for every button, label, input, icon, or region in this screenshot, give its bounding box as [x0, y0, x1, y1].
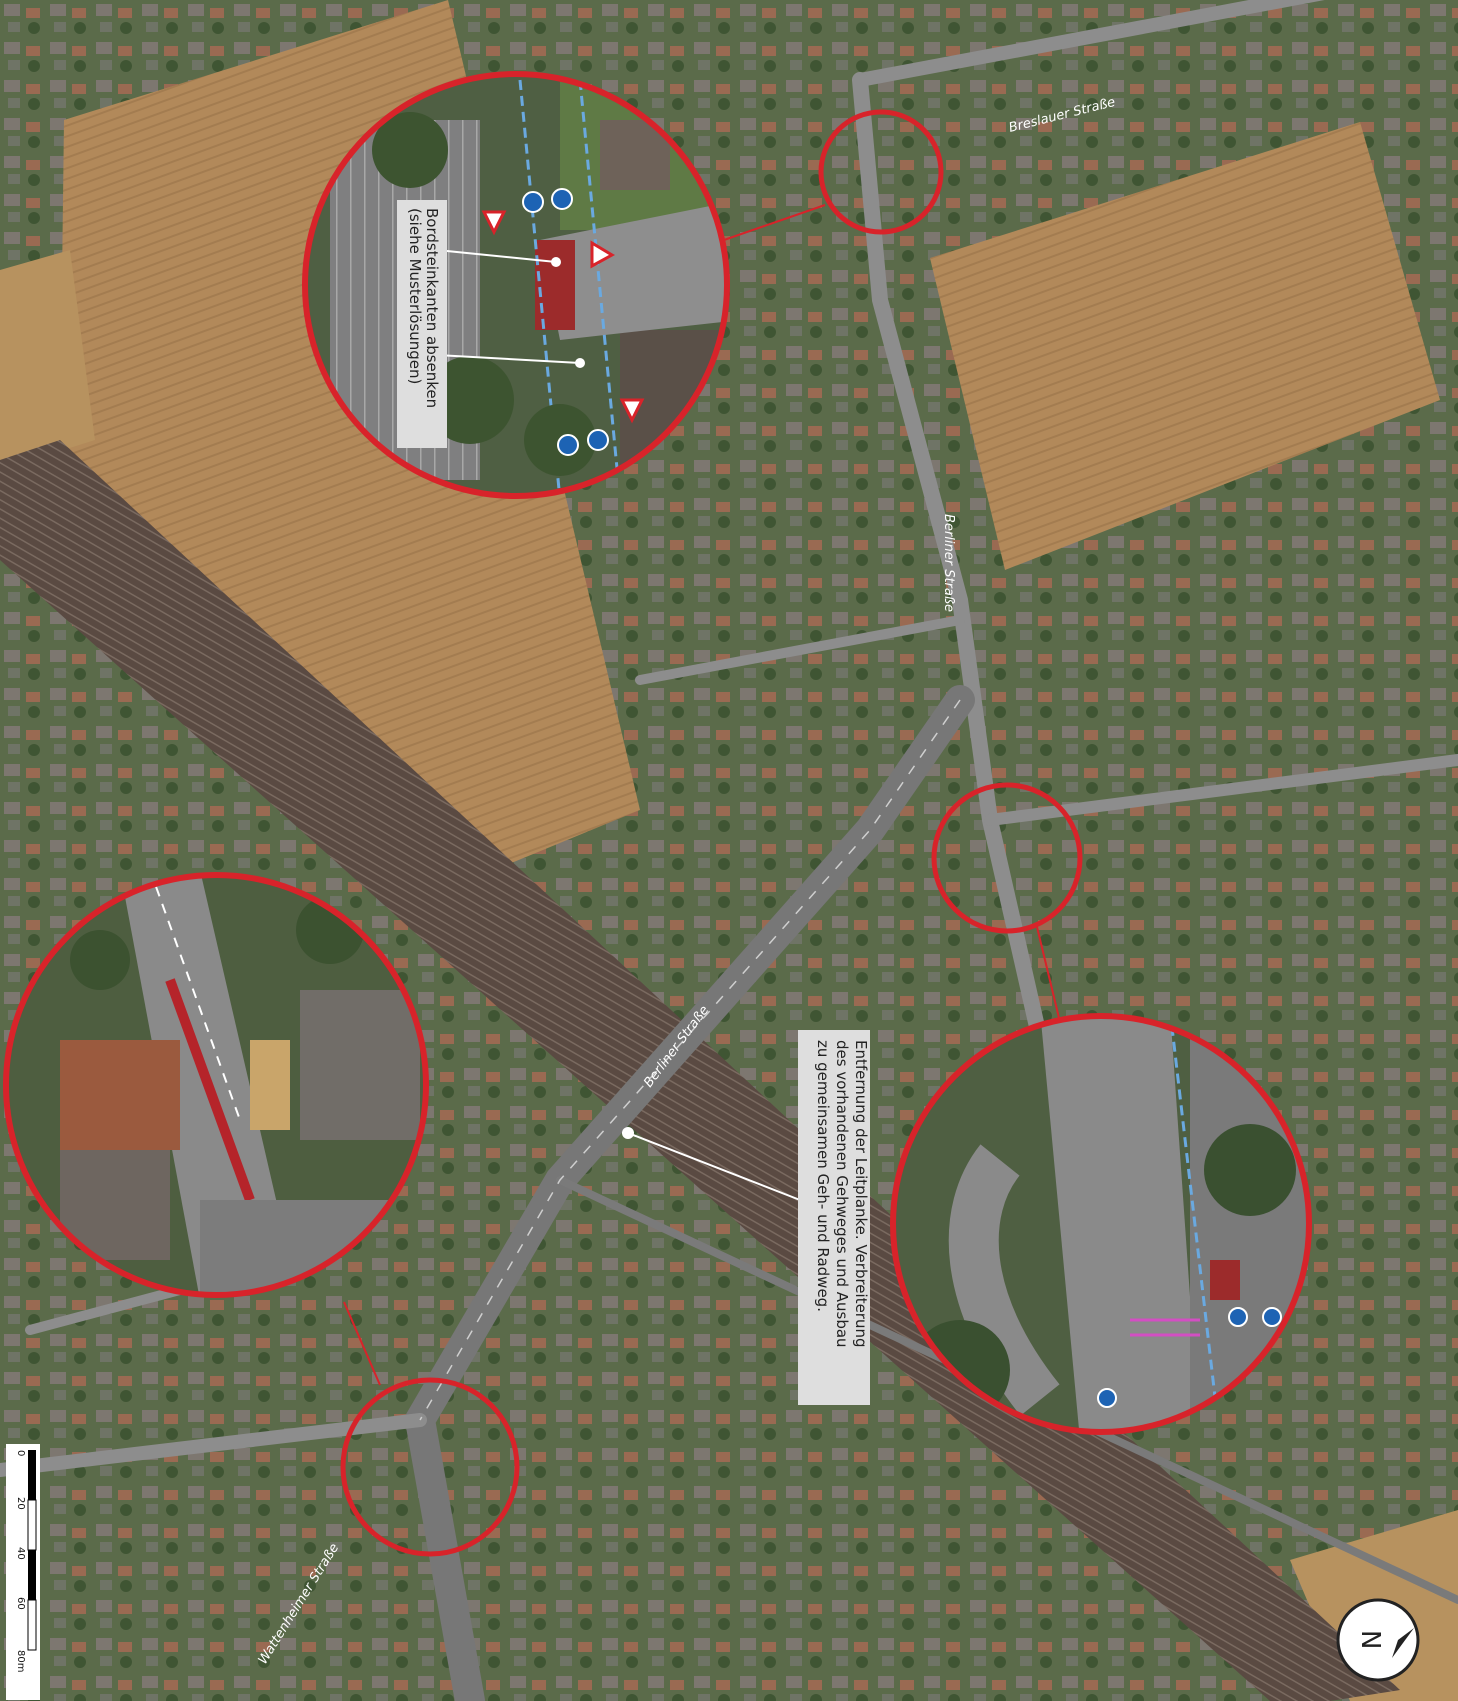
- zoom-circle-left: [6, 875, 426, 1295]
- callout-curb-line1: Bordsteinkanten absenken: [423, 208, 441, 408]
- scale-tick-60: 60: [15, 1597, 26, 1610]
- callout-guardrail-line3: zu gemeinsamen Geh- und Radweg.: [814, 1040, 832, 1312]
- callout-guardrail: Entfernung der Leitplanke. Verbreiterung…: [622, 1030, 870, 1405]
- cycle-crossing-right: [1210, 1260, 1240, 1300]
- field-east: [930, 122, 1440, 570]
- zoom-connectors: [343, 204, 1061, 1386]
- zoom-circle-right: [893, 1016, 1309, 1432]
- scale-tick-40: 40: [15, 1547, 26, 1560]
- marker-circle-wattenheimer: [340, 1377, 520, 1557]
- marker-circle-berliner-ramp: [931, 782, 1083, 934]
- traffic-signs-top: [481, 188, 645, 456]
- bridge-centerline: [419, 699, 961, 1421]
- marker-circle-breslauer: [818, 109, 944, 235]
- cycle-crossing-marking: [535, 240, 575, 330]
- callout-guardrail-line2: des vorhandenen Gehweges und Ausbau: [833, 1040, 851, 1348]
- callout-guardrail-line1: Entfernung der Leitplanke. Verbreiterung: [852, 1040, 870, 1348]
- scale-tick-20: 20: [15, 1497, 26, 1510]
- north-arrow-letter: N: [1355, 1630, 1385, 1649]
- scale-tick-0: 0: [15, 1450, 26, 1456]
- zoom-circle-right-border: [890, 1013, 1312, 1435]
- callout-curb-lowering: Bordsteinkanten absenken (siehe Musterlö…: [397, 200, 581, 448]
- label-berliner-strasse-upper: Berliner Straße: [941, 514, 956, 612]
- small-highlight-circles: [340, 109, 1083, 1557]
- traffic-signs-right: [1097, 1307, 1282, 1408]
- callout-curb-line2: (siehe Musterlösungen): [406, 208, 424, 384]
- scale-tick-80m: 80m: [15, 1650, 26, 1672]
- field-west-strip: [0, 250, 95, 470]
- scale-bar: 0 20 40 60 80m: [6, 1444, 40, 1700]
- zoom-circle-left-border: [3, 872, 429, 1298]
- north-arrow: N: [1336, 1598, 1420, 1682]
- zoom-circle-top-border: [302, 71, 730, 499]
